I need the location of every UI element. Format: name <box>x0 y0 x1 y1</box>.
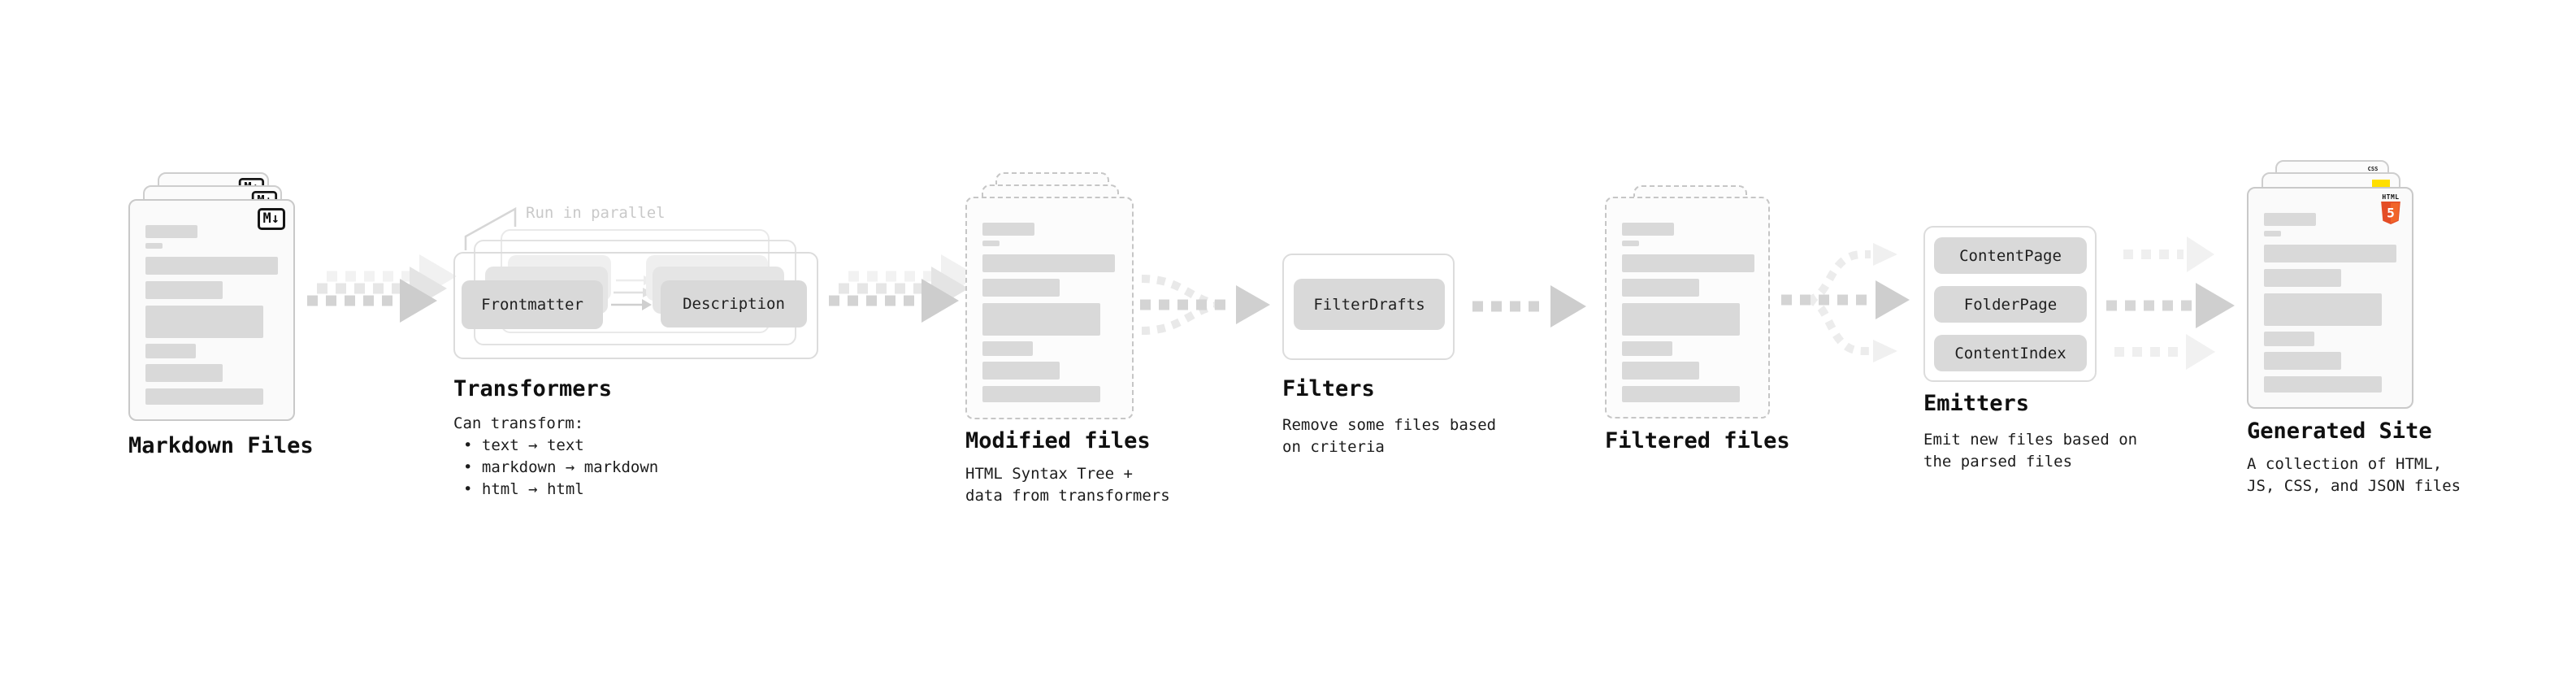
document-placeholder-lines <box>145 225 278 405</box>
modified-files-title: Modified files <box>965 428 1151 453</box>
placeholder-text-bar <box>2264 245 2396 262</box>
placeholder-text-bar <box>982 223 1034 236</box>
placeholder-text-bar <box>1622 279 1699 297</box>
placeholder-text-bar <box>982 386 1100 402</box>
placeholder-text-bar <box>2264 293 2382 326</box>
placeholder-text-bar <box>2264 213 2316 226</box>
transform-bullet-3: • html → html <box>463 480 584 498</box>
arrow-filters-to-filtered <box>1472 285 1586 327</box>
folderpage-pill: FolderPage <box>1934 286 2087 323</box>
transformers-body-intro: Can transform: <box>453 414 584 432</box>
placeholder-text-bar <box>982 279 1060 297</box>
placeholder-text-bar <box>1622 341 1672 356</box>
placeholder-text-bar <box>145 225 197 238</box>
document-placeholder-lines <box>1622 223 1754 402</box>
placeholder-text-bar <box>1622 386 1740 402</box>
description-pill: Description <box>661 280 807 327</box>
markdown-files-title: Markdown Files <box>128 433 314 458</box>
pill-flow-arrows <box>611 275 653 310</box>
placeholder-text-bar <box>1622 303 1740 336</box>
transform-bullet-2: • markdown → markdown <box>463 458 659 476</box>
placeholder-text-bar <box>982 341 1033 356</box>
branch-arrow-filtered-to-emitters <box>1781 243 1910 362</box>
document-placeholder-lines <box>982 223 1115 402</box>
filters-description: Remove some files based on criteria <box>1282 416 1497 456</box>
html5-icon: HTML 5 <box>2380 194 2401 224</box>
transformers-title: Transformers <box>453 376 613 401</box>
merge-arrow-modified-to-filters <box>1140 275 1270 335</box>
filtered-file-card <box>1605 197 1770 419</box>
document-placeholder-lines <box>2264 213 2396 393</box>
arrow-transformers-to-modified <box>829 254 978 323</box>
generated-site-title: Generated Site <box>2247 419 2432 444</box>
filtered-files-title: Filtered files <box>1605 428 1790 453</box>
bullet-icon: • <box>463 436 473 454</box>
bullet-icon: • <box>463 480 473 498</box>
placeholder-text-bar <box>2264 376 2382 393</box>
run-in-parallel-label: Run in parallel <box>526 204 666 222</box>
placeholder-text-bar <box>145 306 263 338</box>
placeholder-text-bar <box>1622 362 1699 380</box>
placeholder-text-bar <box>145 388 263 405</box>
placeholder-text-bar <box>145 281 223 299</box>
placeholder-text-bar <box>145 364 223 382</box>
frontmatter-pill: Frontmatter <box>462 280 603 329</box>
placeholder-text-bar <box>1622 241 1639 246</box>
transformers-stack-box-front <box>453 252 818 359</box>
modified-files-description: HTML Syntax Tree + data from transformer… <box>965 465 1170 505</box>
emitters-box <box>1923 226 2097 382</box>
emitters-description: Emit new files based on the parsed files <box>1923 431 2138 471</box>
transform-bullet-1: • text → text <box>463 436 584 454</box>
arrow-markdown-to-transformers <box>307 254 457 323</box>
placeholder-text-bar <box>2264 332 2314 346</box>
bullet-icon: • <box>463 458 473 476</box>
placeholder-text-bar <box>145 344 196 358</box>
generated-file-card: HTML 5 <box>2247 187 2413 409</box>
filters-title: Filters <box>1282 376 1375 401</box>
placeholder-text-bar <box>1622 223 1674 236</box>
placeholder-text-bar <box>145 257 278 275</box>
generated-site-description: A collection of HTML, JS, CSS, and JSON … <box>2247 455 2461 495</box>
placeholder-text-bar <box>2264 231 2281 236</box>
placeholder-text-bar <box>982 362 1060 380</box>
placeholder-text-bar <box>2264 269 2341 287</box>
placeholder-text-bar <box>1622 254 1754 272</box>
markdown-file-card: M↓ <box>128 199 295 421</box>
placeholder-text-bar <box>145 243 163 249</box>
emitters-title: Emitters <box>1923 391 2030 416</box>
placeholder-text-bar <box>982 254 1115 272</box>
modified-file-card <box>965 197 1134 419</box>
placeholder-text-bar <box>982 303 1100 336</box>
markdown-icon: M↓ <box>257 208 285 230</box>
contentpage-pill: ContentPage <box>1934 237 2087 274</box>
filterdrafts-pill: FilterDrafts <box>1294 279 1445 330</box>
filters-box <box>1282 254 1455 360</box>
run-in-parallel-leader-line <box>464 206 517 250</box>
transformers-description: Can transform: • text → text • markdown … <box>453 413 658 501</box>
contentindex-pill: ContentIndex <box>1934 335 2087 371</box>
arrows-emitters-to-generated <box>2106 236 2235 370</box>
svg-text:5: 5 <box>2387 205 2395 220</box>
placeholder-text-bar <box>982 241 1000 246</box>
placeholder-text-bar <box>2264 352 2341 370</box>
